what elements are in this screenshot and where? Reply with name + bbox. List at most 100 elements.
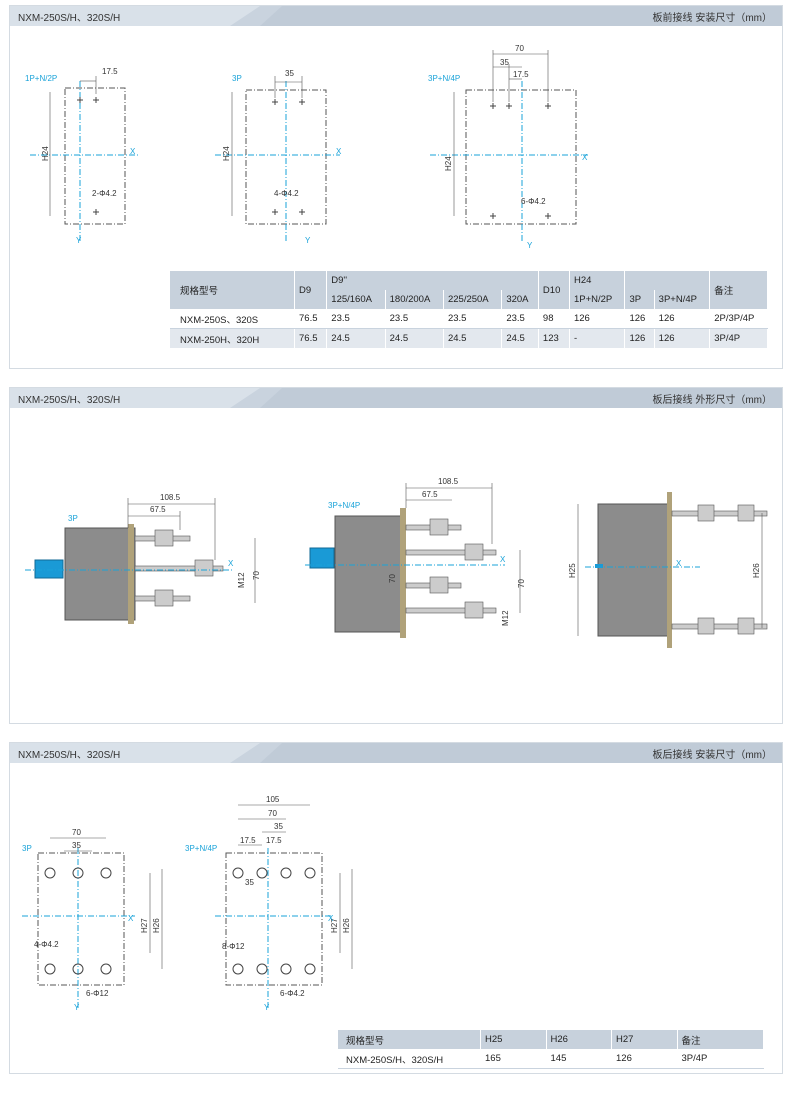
dim-top: 17.5: [102, 67, 118, 76]
hole-b: 6-Φ12: [86, 989, 109, 998]
axis-y: Y: [305, 236, 311, 245]
front-wiring-panel: NXM-250S/H、320S/H 板前接线 安装尺寸（mm） H24 1P+N…: [9, 5, 783, 369]
rear-outline-diagrams: 3P 108.5 67.5 M12 70 X 3P+N/4P: [25, 477, 768, 648]
dim-70-inner: 70: [388, 574, 397, 583]
th-h27: H27: [611, 1030, 678, 1049]
hole-label: 4-Φ4.2: [274, 189, 299, 198]
dim-35: 35: [72, 841, 81, 850]
dim-105: 105: [266, 795, 280, 804]
dim-67-5: 67.5: [150, 505, 166, 514]
th-sub: 320A: [501, 290, 539, 309]
outline-3p: 3P 108.5 67.5 M12 70 X: [25, 493, 261, 624]
th-model: 规格型号: [338, 1030, 481, 1049]
dim-35-b: 35: [245, 878, 254, 887]
axis-x: X: [676, 559, 682, 568]
hole-label: 2-Φ4.2: [92, 189, 117, 198]
axis-x: X: [328, 914, 334, 923]
diagram-label: 3P+N/4P: [428, 74, 460, 83]
th-d9pp: D9'': [326, 271, 539, 290]
dim-h24: H24: [444, 156, 453, 171]
th-sub: 125/160A: [326, 290, 386, 309]
dim-17-5-a: 17.5: [240, 836, 256, 845]
dim-35: 35: [274, 822, 283, 831]
panel-subtitle: 板后接线 外形尺寸（mm）: [652, 395, 772, 406]
dim-70: 70: [72, 828, 81, 837]
hole-b: 6-Φ4.2: [280, 989, 305, 998]
dim-h26: H26: [342, 918, 351, 933]
dim-h27: H27: [330, 918, 339, 933]
axis-x: X: [128, 914, 134, 923]
rear-mounting-panel: NXM-250S/H、320S/H 板后接线 安装尺寸（mm） 3P 70 35…: [9, 742, 783, 1074]
table-row: NXM-250S、320S 76.5 23.5 23.5 23.5 23.5 9…: [170, 309, 768, 329]
panel-header: NXM-250S/H、320S/H 板后接线 安装尺寸（mm）: [10, 743, 782, 763]
table-row: NXM-250S/H、320S/H 165 145 126 3P/4P: [338, 1049, 764, 1069]
dim-h26: H26: [152, 918, 161, 933]
panel-title: NXM-250S/H、320S/H: [18, 13, 121, 24]
diagram-label: 3P+N/4P: [328, 501, 360, 510]
diagram-3p: H24 3P 35 4-Φ4.2 X Y: [215, 69, 342, 245]
mount-3p: 3P 70 35 H27 H26 4-Φ4.2 6-Φ12 X Y: [22, 828, 163, 1012]
diagram-label: 3P: [68, 514, 78, 523]
table-row: NXM-250H、320H 76.5 24.5 24.5 24.5 24.5 1…: [170, 328, 768, 348]
th-d9: D9: [294, 271, 328, 309]
th-model: 规格型号: [170, 271, 295, 309]
front-spec-table: 规格型号 D9 D9'' D10 H24 备注 125/160A 180/200…: [170, 271, 768, 348]
dim-108-5: 108.5: [438, 477, 459, 486]
axis-x: X: [582, 153, 588, 162]
dim-m12: M12: [237, 572, 246, 588]
axis-y: Y: [264, 1003, 270, 1012]
diagram-4p: H24 3P+N/4P 70 35 17.5 6-Φ4.2 X Y: [428, 44, 588, 250]
diagram-1p: H24 1P+N/2P 17.5 2-Φ4.2 X Y: [25, 67, 140, 245]
axis-x: X: [130, 147, 136, 156]
dim-70: 70: [515, 44, 524, 53]
outline-4p: 3P+N/4P 108.5 67.5 70 M12 70 X: [305, 477, 526, 638]
outline-rear: H25 H26 X: [568, 492, 768, 648]
diagram-label: 3P: [232, 74, 242, 83]
rear-mounting-diagrams: 3P 70 35 H27 H26 4-Φ4.2 6-Φ12 X Y 3P+N/4…: [22, 795, 353, 1012]
front-mounting-diagrams: H24 1P+N/2P 17.5 2-Φ4.2 X Y H24 3P 35 4-…: [25, 44, 588, 250]
th-sub: 3P+N/4P: [654, 290, 711, 309]
dim-h26: H26: [752, 563, 761, 578]
th-h25: H25: [480, 1030, 547, 1049]
dim-17-5: 17.5: [513, 70, 529, 79]
dim-35: 35: [500, 58, 509, 67]
dim-h24: H24: [41, 146, 50, 161]
dim-108-5: 108.5: [160, 493, 181, 502]
diagram-label: 1P+N/2P: [25, 74, 57, 83]
dim-h24: H24: [222, 146, 231, 161]
axis-y: Y: [74, 1003, 80, 1012]
th-d10: D10: [538, 271, 570, 309]
axis-y: Y: [527, 241, 533, 250]
panel-subtitle: 板前接线 安装尺寸（mm）: [652, 13, 772, 24]
dim-top: 35: [285, 69, 294, 78]
axis-x: X: [500, 555, 506, 564]
th-sub: 1P+N/2P: [569, 290, 626, 309]
th-note: 备注: [677, 1030, 764, 1049]
dim-m12: M12: [501, 610, 510, 626]
th-note: 备注: [709, 271, 768, 309]
hole-label: 6-Φ4.2: [521, 197, 546, 206]
axis-y: Y: [76, 236, 82, 245]
hole-a: 8-Φ12: [222, 942, 245, 951]
panel-title: NXM-250S/H、320S/H: [18, 395, 121, 406]
rear-spec-table: 规格型号 H25 H26 H27 备注 NXM-250S/H、320S/H 16…: [338, 1030, 764, 1069]
th-h24: H24: [569, 271, 626, 290]
dim-67-5: 67.5: [422, 490, 438, 499]
panel-subtitle: 板后接线 安装尺寸（mm）: [652, 750, 772, 761]
diagram-label: 3P: [22, 844, 32, 853]
dim-70: 70: [252, 571, 261, 580]
axis-x: X: [228, 559, 234, 568]
panel-title: NXM-250S/H、320S/H: [18, 750, 121, 761]
dim-h27: H27: [140, 918, 149, 933]
diagram-label: 3P+N/4P: [185, 844, 217, 853]
rear-outline-panel: NXM-250S/H、320S/H 板后接线 外形尺寸（mm） 3P 108.5…: [9, 387, 783, 724]
dim-70: 70: [268, 809, 277, 818]
dim-h25: H25: [568, 563, 577, 578]
dim-70: 70: [517, 579, 526, 588]
panel-header: NXM-250S/H、320S/H 板后接线 外形尺寸（mm）: [10, 388, 782, 408]
mount-4p: 3P+N/4P 105 70 35 17.5 17.5 35 H27 H26 8…: [185, 795, 353, 1012]
th-sub: 225/250A: [443, 290, 503, 309]
axis-x: X: [336, 147, 342, 156]
panel-header: NXM-250S/H、320S/H 板前接线 安装尺寸（mm）: [10, 6, 782, 26]
th-sub: 180/200A: [385, 290, 444, 309]
